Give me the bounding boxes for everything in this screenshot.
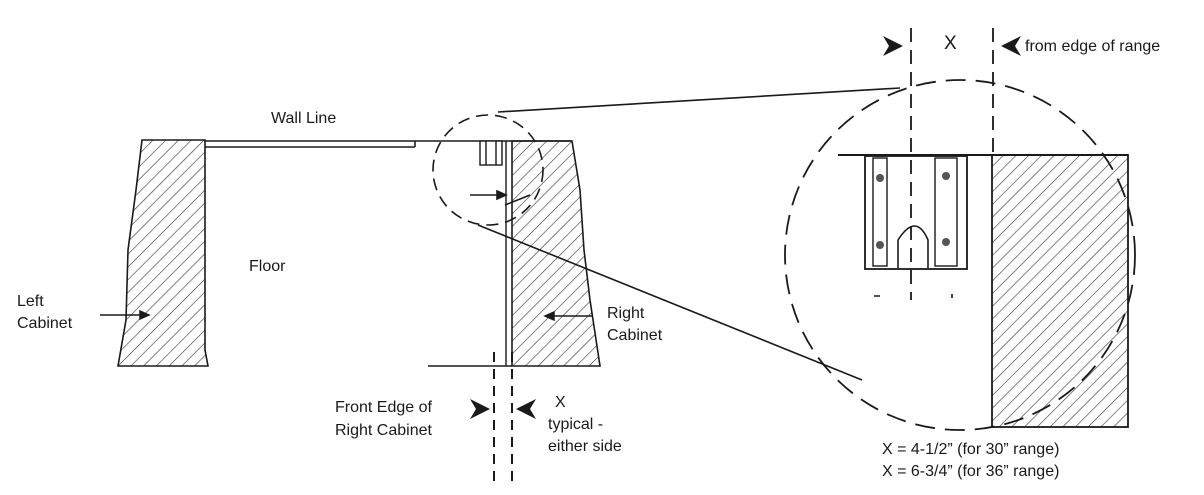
right-cabinet-label-line1: Right xyxy=(607,305,645,322)
zoom-leader-bottom xyxy=(477,224,863,381)
from-edge-label: from edge of range xyxy=(1025,38,1161,55)
front-edge-label-line1: Front Edge of xyxy=(335,399,432,416)
right-cabinet xyxy=(511,140,601,367)
zoom-x-arrows xyxy=(883,36,1021,56)
front-edge-dashes xyxy=(493,352,513,482)
typical-label-line2: either side xyxy=(548,438,622,455)
floor-label: Floor xyxy=(249,258,286,275)
x-marker-large: X xyxy=(944,33,957,54)
detail-circle-large xyxy=(784,79,1136,431)
x-marker-small: X xyxy=(555,394,566,411)
detail-circle-small xyxy=(432,114,544,226)
formula-30-inch: X = 4-1/2” (for 30” range) xyxy=(882,441,1060,458)
typical-label-line1: typical - xyxy=(548,416,604,433)
zoom-leader-top xyxy=(497,87,901,113)
right-cabinet-label-line2: Cabinet xyxy=(607,327,663,344)
small-bracket xyxy=(479,140,503,166)
zoom-x-dashes xyxy=(910,28,994,300)
front-edge-label-line2: Right Cabinet xyxy=(335,422,432,439)
zoom-view xyxy=(784,79,1136,431)
formula-36-inch: X = 6-3/4” (for 36” range) xyxy=(882,463,1060,480)
front-edge-arrows xyxy=(470,399,536,419)
cabinet-pointers xyxy=(100,309,592,322)
left-cabinet-label-line2: Cabinet xyxy=(17,315,73,332)
wall-line-label: Wall Line xyxy=(271,110,337,127)
detail-arrow xyxy=(470,189,531,206)
left-cabinet xyxy=(117,139,209,367)
left-cabinet-label-line1: Left xyxy=(17,293,44,310)
